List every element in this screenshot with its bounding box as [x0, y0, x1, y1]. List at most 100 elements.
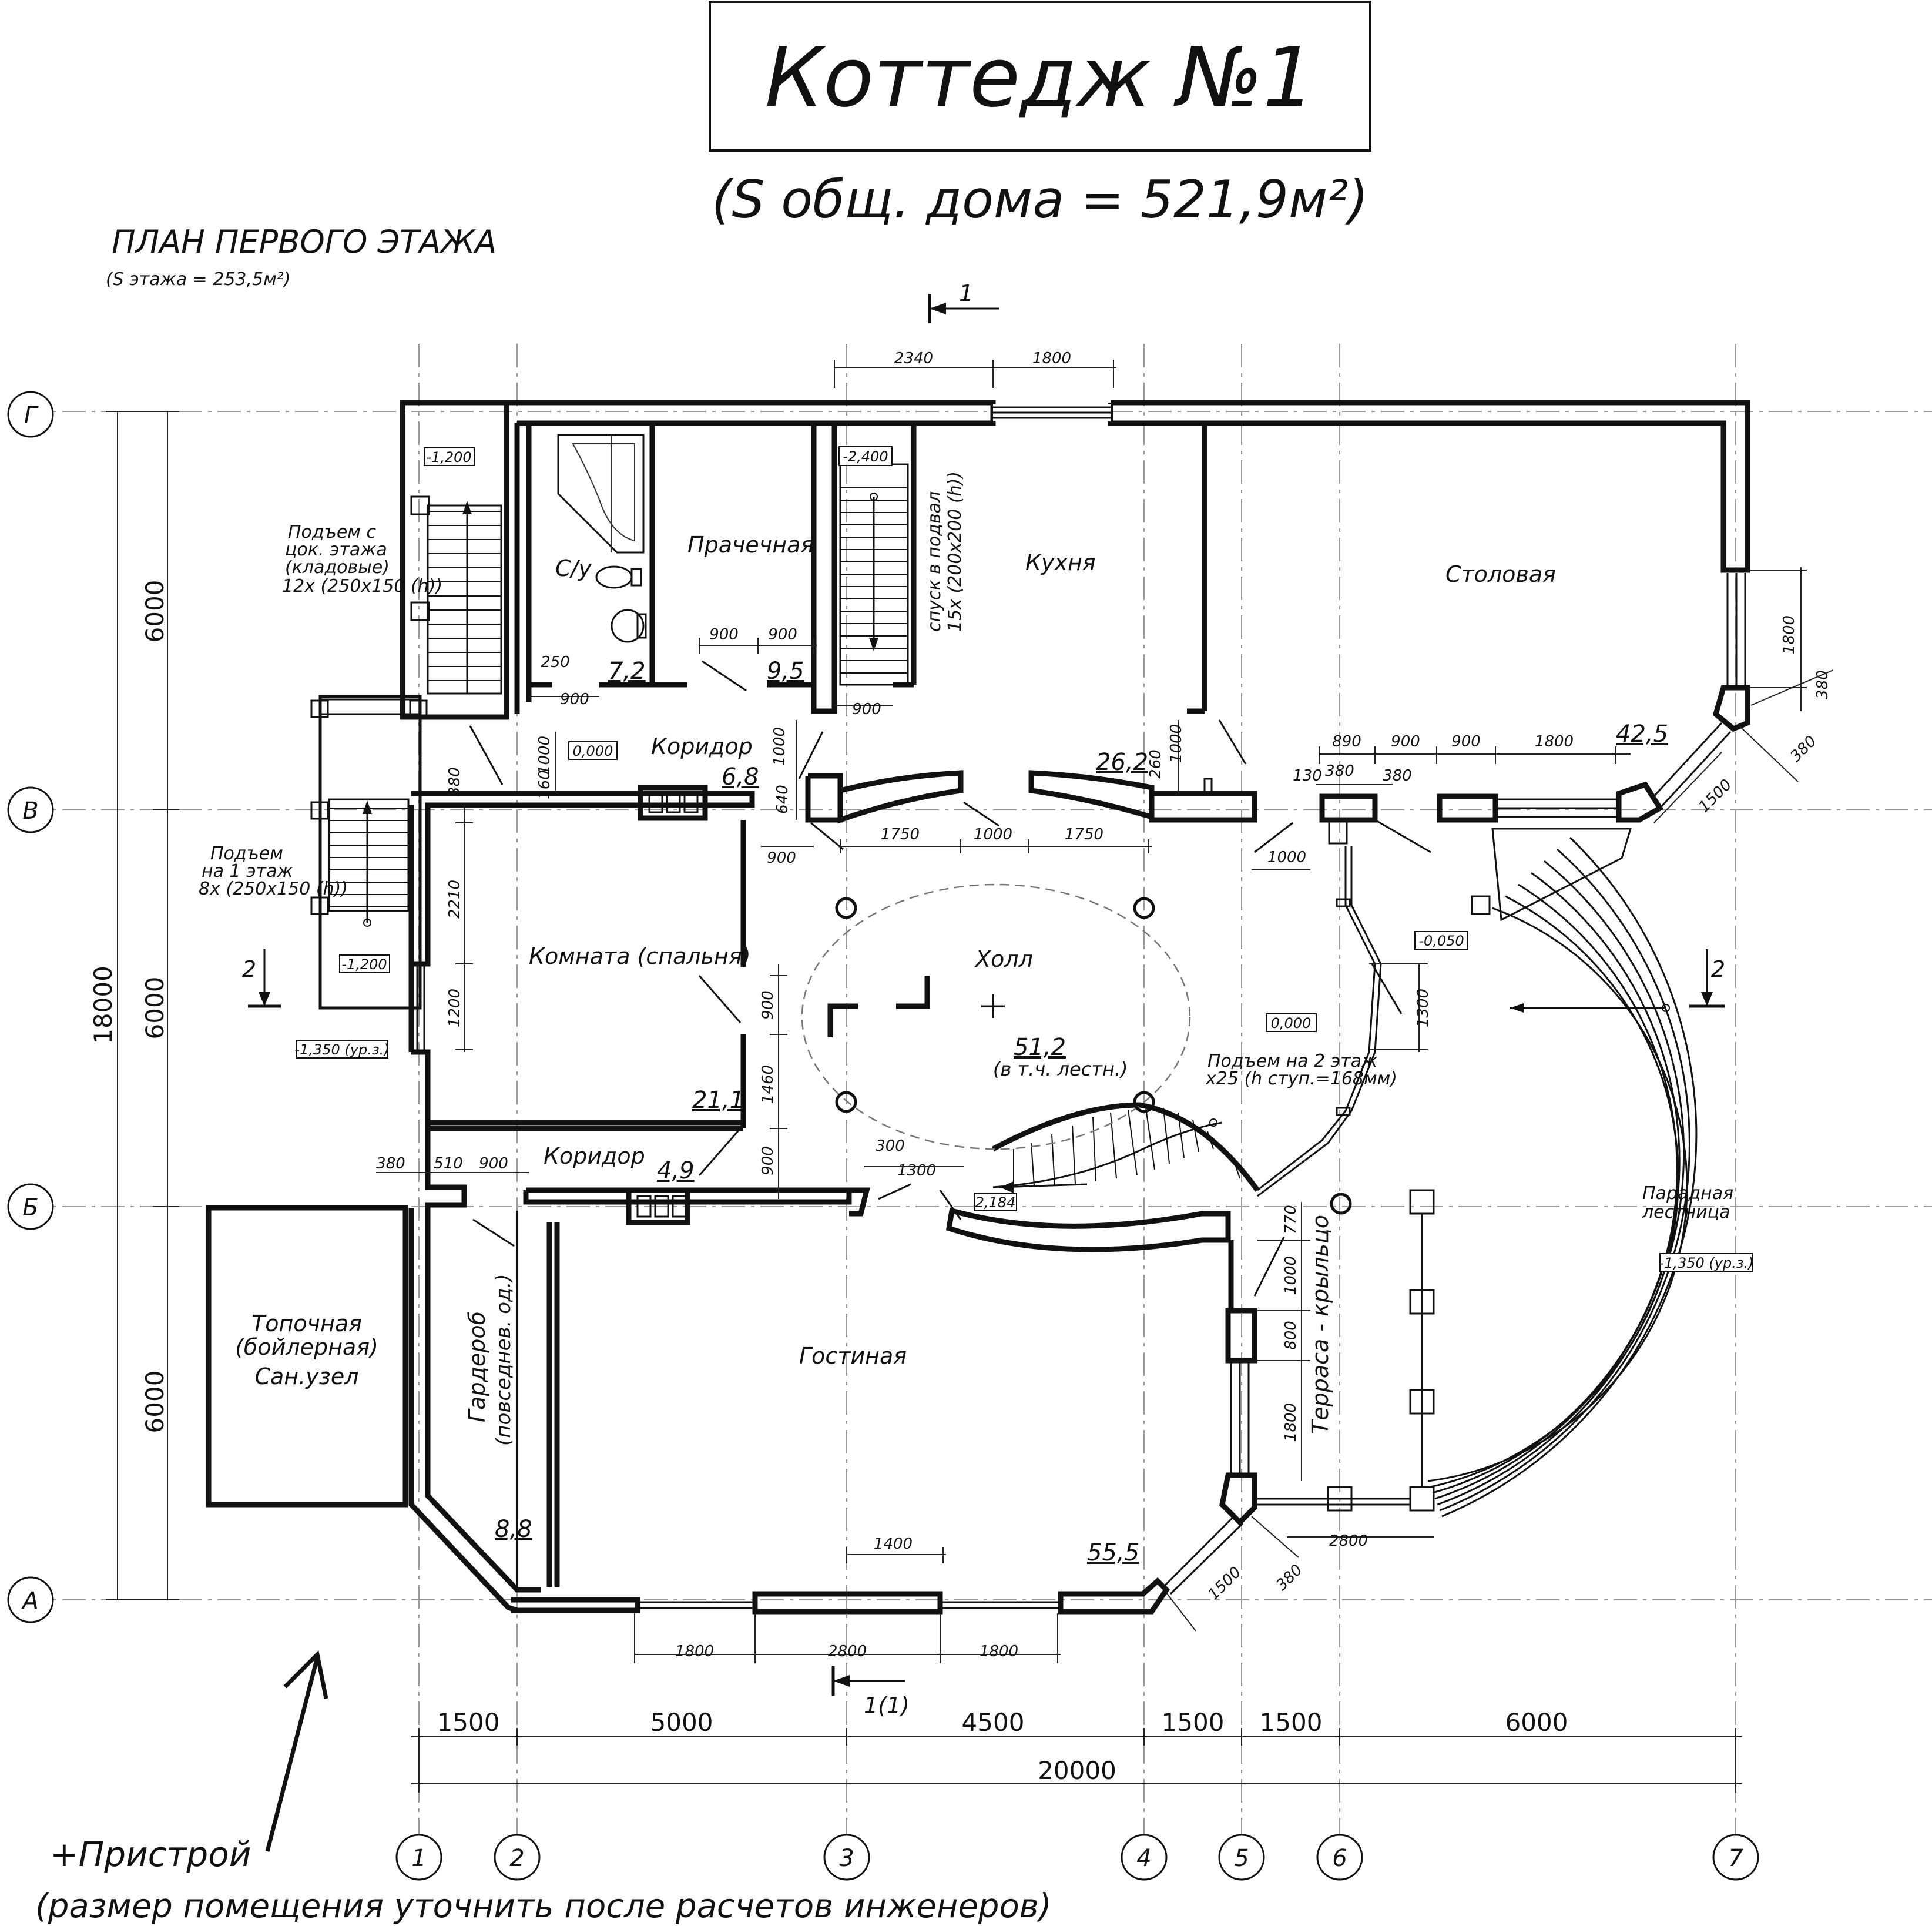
level-ground-west: -1,350 (ур.з.) [294, 1041, 389, 1058]
column-axis-markers: 1 2 3 4 5 6 7 [395, 1834, 1759, 1881]
dim-bottom-total: 20000 [1038, 1756, 1116, 1785]
stair-step-arc [1441, 836, 1698, 1518]
col-label-1: 1 [411, 1845, 426, 1872]
room-su-area: 7,2 [608, 658, 646, 685]
dim-bottom-1500-c: 1500 [1260, 1708, 1323, 1737]
dim-130: 130 [1293, 767, 1322, 785]
room-bedroom: Комната (спальня) [529, 943, 751, 969]
room-wardrobe-sub: (повседнев. од.) [492, 1274, 515, 1446]
dim-380-c: 380 [1787, 732, 1820, 765]
basement-stair-note-4: 12х (250х150 (h)) [282, 576, 442, 597]
subtitle: (S общ. дома = 521,9м²) [712, 169, 1368, 230]
dim-2210: 2210 [446, 880, 464, 919]
stair-step-arc [1439, 848, 1690, 1512]
level-hall-stair: 2,184 [975, 1194, 1016, 1211]
room-bedroom-area: 21,1 [692, 1087, 744, 1114]
room-su: С/у [555, 555, 592, 581]
room-kitchen: Кухня [1025, 550, 1096, 575]
dim-900-su2: 900 [768, 626, 797, 644]
dim-left-18000: 18000 [89, 966, 118, 1044]
dim-1300-right: 1300 [1414, 989, 1432, 1027]
room-kitchen-area: 26,2 [1096, 749, 1148, 776]
room-boiler-1: Топочная [251, 1311, 362, 1337]
annex-note-line2: (размер помещения уточнить после расчето… [35, 1887, 1052, 1925]
first-stair-note-2: на 1 этаж [202, 861, 293, 882]
room-dining: Столовая [1445, 561, 1556, 587]
door-swings [469, 660, 1431, 1297]
stair-step-arc [1437, 860, 1685, 1506]
dim-510: 510 [434, 1155, 463, 1173]
dim-bottom-6000: 6000 [1505, 1708, 1568, 1737]
row-label-b: Б [22, 1194, 38, 1221]
cellar-stair-note-1: спуск в подвал [924, 491, 945, 632]
stair-tread [1233, 1160, 1240, 1179]
room-corridor-bottom: Коридор [544, 1143, 645, 1169]
section-label-right: 2 [1711, 956, 1725, 982]
dim-1000-hall2: 1000 [1267, 849, 1306, 866]
section-label-bottom: 1(1) [864, 1693, 910, 1719]
basement-stair-note-2: цок. этажа [285, 540, 387, 560]
col-label-5: 5 [1234, 1845, 1249, 1872]
level-entry-stair: -1,200 [341, 956, 387, 973]
dim-890: 890 [1332, 733, 1361, 751]
stair-step-arc [1430, 895, 1679, 1488]
dim-left-6000-a: 6000 [140, 580, 169, 643]
first-stair-note-1: Подъем [210, 843, 283, 864]
dim-1800-b1: 1800 [675, 1643, 714, 1660]
dim-900-stair: 900 [852, 701, 881, 718]
main-stair-label-1: Парадная [1642, 1183, 1733, 1204]
basement-stair-note-1: Подъем с [288, 522, 376, 542]
room-terrace: Терраса - крыльцо [1307, 1215, 1333, 1434]
dim-380-a: 380 [1325, 762, 1354, 780]
room-laundry: Прачечная [687, 532, 814, 558]
dim-1300-bottom: 1300 [897, 1162, 936, 1180]
dimension-lines: 2340 1800 1800 380 890 900 900 1800 130 … [89, 350, 1834, 1793]
section-mark-top: 1 [928, 280, 999, 323]
hall-stair: 2,184 [974, 1102, 1260, 1211]
stair-tread [1178, 1112, 1185, 1158]
dim-380-b: 380 [1383, 767, 1412, 785]
second-stair-note-1: Подъем на 2 этаж [1208, 1051, 1377, 1071]
annex-note: +Пристрой (размер помещения уточнить пос… [35, 1650, 1052, 1925]
level-hall-east: -0,050 [1418, 933, 1464, 949]
interior-partitions [514, 420, 1213, 796]
stair-tread [1222, 1145, 1226, 1153]
stair-tread [1051, 1134, 1055, 1186]
dim-2800-b: 2800 [828, 1643, 867, 1660]
level-markers: 0,000 -1,350 (ур.з.) -1,350 (ур.з.) [294, 741, 1754, 1272]
room-hall-area: 51,2 [1014, 1034, 1066, 1061]
room-living: Гостиная [799, 1343, 907, 1369]
dim-770: 770 [1282, 1205, 1300, 1234]
room-corridor-top-area: 6,8 [722, 763, 759, 791]
dim-left-6000-c: 6000 [140, 1371, 169, 1433]
stair-step-arc [1434, 872, 1681, 1500]
col-label-2: 2 [509, 1845, 524, 1872]
dim-left-6000-b: 6000 [140, 977, 169, 1040]
dim-1500-right: 1500 [1695, 776, 1735, 816]
dim-bottom-4500: 4500 [962, 1708, 1025, 1737]
hall-features: -0,050 0,000 [801, 846, 1468, 1215]
sanitary-fixtures [557, 434, 647, 643]
dim-900-b1: 900 [479, 1155, 508, 1173]
dim-900-a: 900 [1391, 733, 1420, 751]
level-ground-east: -1,350 (ур.з.) [1659, 1255, 1753, 1271]
plan-title: ПЛАН ПЕРВОГО ЭТАЖА [112, 223, 497, 260]
dim-bottom-1500-a: 1500 [437, 1708, 500, 1737]
level-basement-stair: -1,200 [426, 449, 471, 465]
basement-stair-note-3: (кладовые) [285, 557, 390, 578]
dim-380-b1: 380 [376, 1155, 405, 1173]
col-label-3: 3 [839, 1845, 854, 1872]
dim-1000-v: 1000 [1168, 724, 1185, 763]
dim-1800-b2: 1800 [980, 1643, 1018, 1660]
dim-640: 640 [774, 785, 791, 814]
section-mark-bottom: 1(1) [831, 1666, 910, 1719]
stair-tread [1072, 1125, 1076, 1185]
stair-notes: Подъем с цок. этажа (кладовые) 12х (250х… [199, 471, 1397, 1089]
stair-tread [1092, 1116, 1096, 1182]
title: Коттедж №1 [765, 30, 1315, 126]
dim-2340: 2340 [894, 350, 933, 367]
room-laundry-area: 9,5 [767, 658, 804, 685]
row-label-a: А [21, 1587, 38, 1615]
cellar-stair: -2,400 [838, 446, 909, 686]
